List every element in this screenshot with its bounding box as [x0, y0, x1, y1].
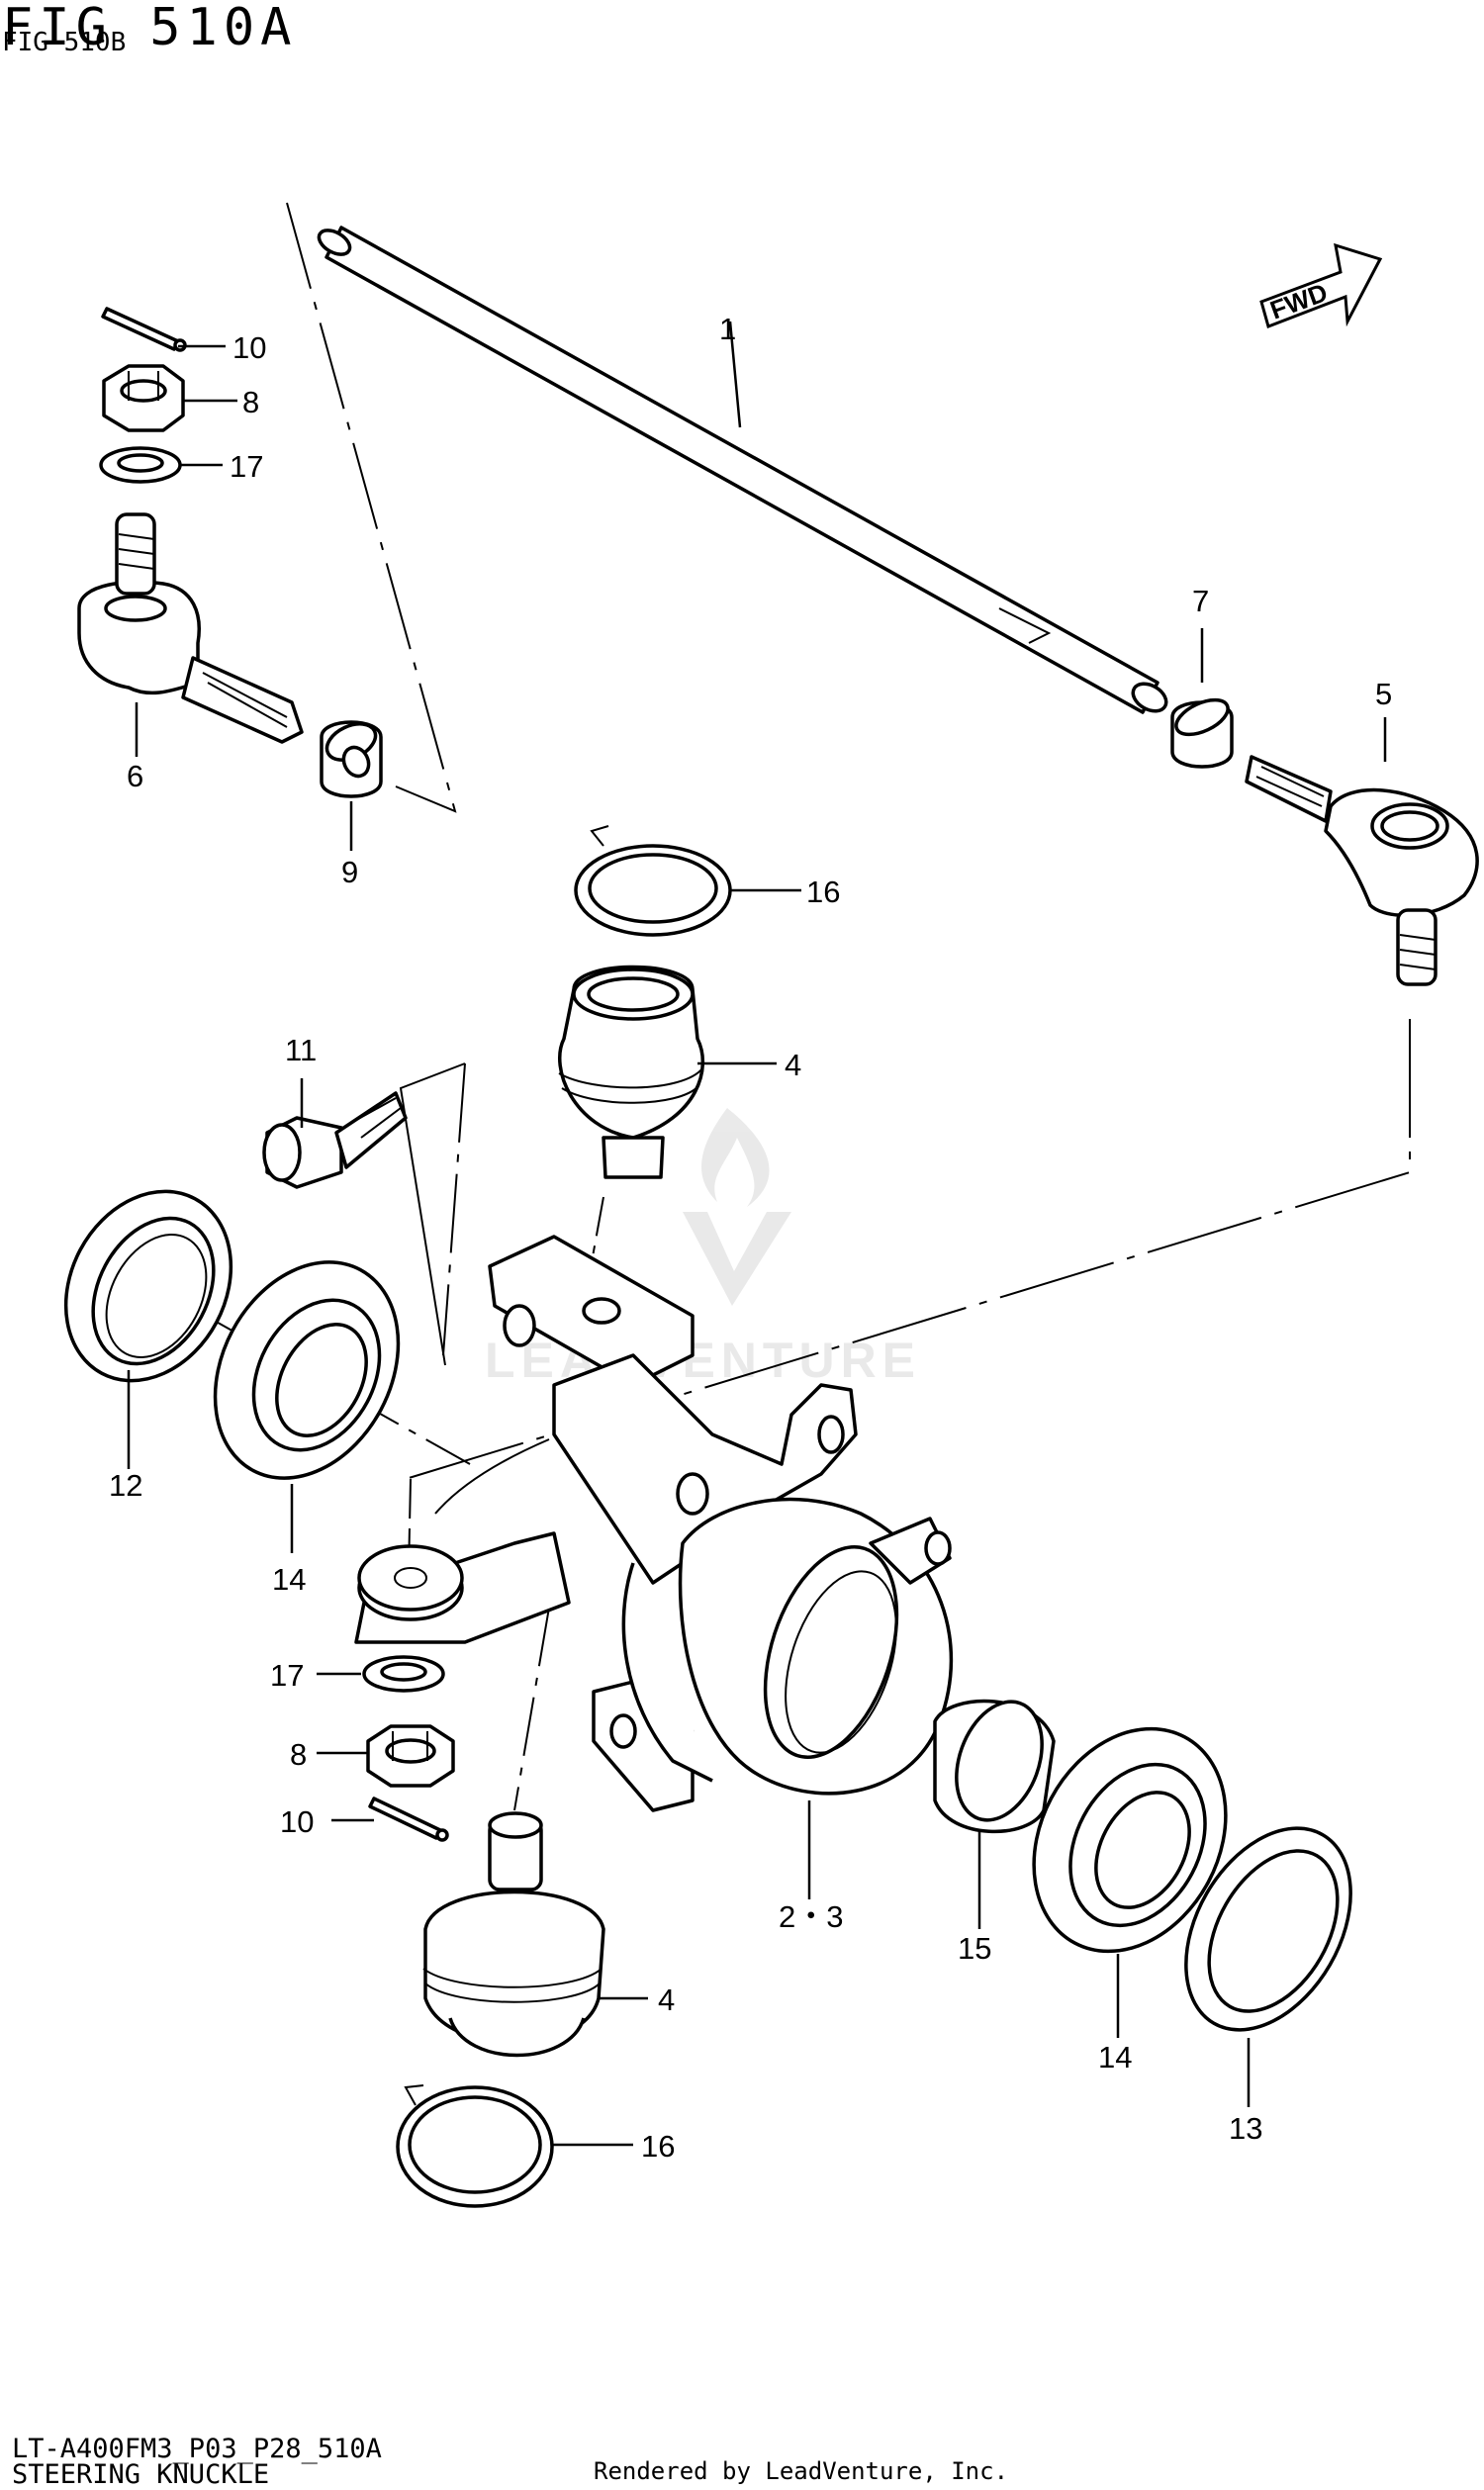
figure-title: FIG 510A — [2, 0, 298, 57]
callout-14-right: 14 — [1098, 2040, 1132, 2075]
circlip-top — [574, 825, 732, 937]
tie-rod-end-left — [77, 512, 304, 744]
callouts: 1 10 8 17 6 9 7 5 16 11 4 12 14 17 8 10 … — [109, 312, 1392, 2164]
footer-credit: Rendered by LeadVenture, Inc. — [594, 2457, 1009, 2485]
castle-nut-top — [102, 364, 185, 432]
callout-16-top: 16 — [806, 875, 840, 909]
bearing-left — [213, 1260, 401, 1480]
washer-bottom — [362, 1655, 445, 1693]
oil-seal-13 — [1184, 1826, 1352, 2032]
callout-5: 5 — [1375, 677, 1392, 711]
spacer-15 — [933, 1699, 1056, 1834]
callout-12: 12 — [109, 1468, 142, 1503]
ball-joint-bottom — [422, 1811, 605, 2058]
figure-subtitle: FIG 510B — [2, 28, 127, 57]
callout-14-left: 14 — [272, 1562, 306, 1597]
callout-10-bottom: 10 — [280, 1804, 314, 1839]
footer-code: LT-A400FM3_P03_P28_510A — [12, 2434, 382, 2464]
callout-8-bottom: 8 — [290, 1737, 307, 1772]
tie-rod — [317, 226, 1168, 714]
callout-16-bottom: 16 — [641, 2129, 675, 2164]
oil-seal-12 — [63, 1189, 233, 1383]
cotter-pin-top — [101, 307, 187, 352]
callout-6: 6 — [127, 759, 143, 793]
circlip-bottom — [396, 2084, 554, 2208]
washer-top — [99, 446, 182, 484]
callout-17-top: 17 — [230, 449, 263, 484]
leader-lines — [127, 321, 1387, 2147]
callout-2-3: 2・3 — [779, 1899, 843, 1934]
fwd-badge: FWD — [1259, 242, 1383, 328]
bearing-right — [1032, 1726, 1228, 1954]
callout-17-bottom: 17 — [270, 1658, 304, 1693]
forward-arrow-icon — [1259, 242, 1383, 328]
callout-7: 7 — [1192, 584, 1209, 618]
callout-4-top: 4 — [785, 1048, 801, 1082]
spacer-9 — [320, 720, 383, 798]
footer-name: STEERING KNUCKLE — [12, 2459, 270, 2490]
watermark: LEADVENTURE — [485, 1108, 915, 1388]
tie-rod-end-right — [1245, 755, 1479, 986]
callout-9: 9 — [341, 855, 358, 889]
callout-4-bottom: 4 — [658, 1983, 675, 2017]
leadventure-flame-logo — [683, 1108, 791, 1306]
callout-1: 1 — [719, 312, 736, 346]
callout-10-top: 10 — [232, 330, 266, 365]
callout-11: 11 — [285, 1033, 317, 1067]
callout-15: 15 — [958, 1931, 991, 1966]
cotter-pin-bottom — [368, 1797, 449, 1842]
flange-bolt — [262, 1091, 408, 1189]
fwd-label: FWD — [1266, 277, 1332, 324]
ball-joint-top — [558, 965, 705, 1179]
callout-8-top: 8 — [242, 385, 259, 419]
callout-13: 13 — [1229, 2111, 1262, 2146]
castle-nut-bottom — [366, 1724, 455, 1788]
spacer-7 — [1170, 697, 1234, 769]
steering-knuckle — [354, 1235, 954, 1812]
